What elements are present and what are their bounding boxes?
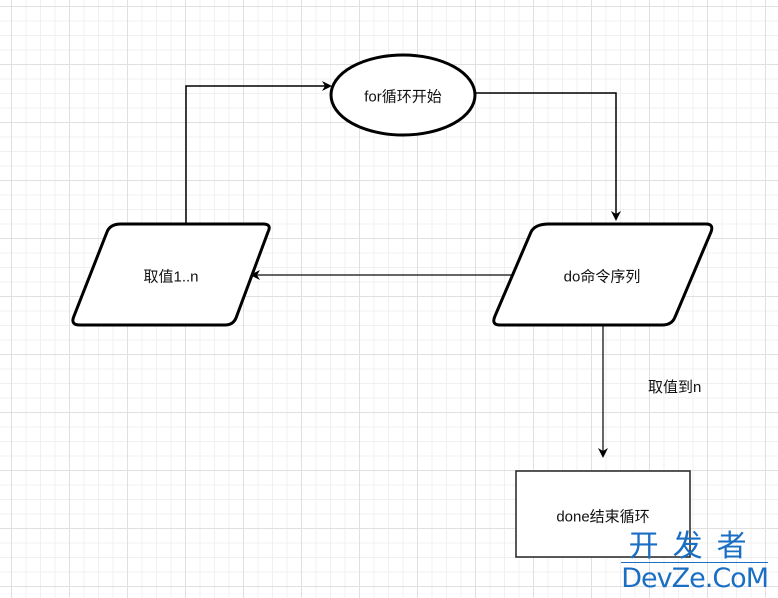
node-done-label: done结束循环 bbox=[556, 508, 650, 526]
edge-label-reach-n: 取值到n bbox=[648, 379, 702, 396]
node-do-commands-parallelogram[interactable] bbox=[492, 222, 714, 327]
node-do-commands-label: do命令序列 bbox=[563, 268, 641, 286]
node-take-value-label: 取值1..n bbox=[143, 268, 199, 286]
edge-start-to-do-commands[interactable] bbox=[476, 92, 621, 221]
node-take-value-parallelogram[interactable] bbox=[71, 222, 271, 327]
node-start-label: for循环开始 bbox=[364, 88, 442, 106]
edge-take-value-to-start[interactable] bbox=[185, 81, 332, 223]
node-done-rectangle[interactable] bbox=[515, 470, 691, 558]
watermark-en: DevZe.CoM bbox=[621, 562, 769, 594]
watermark-cn: 开发者 bbox=[628, 529, 761, 564]
node-start-ellipse[interactable] bbox=[329, 53, 477, 137]
watermark: 开发者 DevZe.CoM bbox=[621, 529, 769, 594]
